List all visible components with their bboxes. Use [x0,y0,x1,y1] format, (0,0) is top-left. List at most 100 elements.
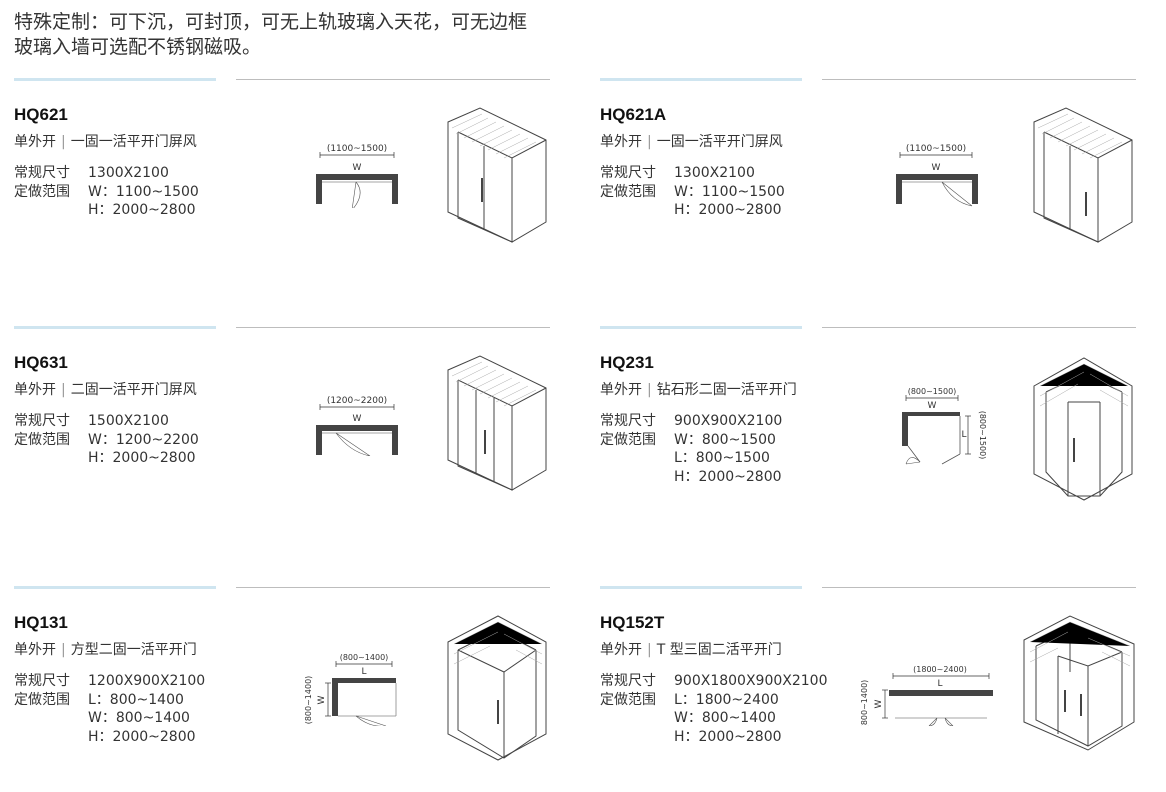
spec-value: H：2000~2800 [674,202,782,218]
spec-label: 常规尺寸 [14,673,70,689]
spec-label: 常规尺寸 [600,413,656,429]
spec-value: W：800~1400 [88,710,190,726]
length-range-label: (800~1500) [978,411,987,460]
accent-bar [14,586,216,589]
product-name: 一固一活平开门屏风 [70,134,197,150]
length-label: L [961,430,966,440]
product-subtitle: 单外开 |一固一活平开门屏风 [14,131,197,151]
divider-line [822,327,1136,328]
shower-perspective-illustration [1033,107,1133,243]
spec-row: W：800~1400 [600,709,827,728]
spec-value: 1500X2100 [88,413,169,429]
wall-outline [902,412,960,446]
door-swing [355,715,387,726]
width-label: W [928,401,937,411]
spec-value: 1300X2100 [88,165,169,181]
spec-value: H：2000~2800 [88,202,196,218]
wall-outline [332,678,396,716]
shower-perspective-illustration [1033,357,1133,501]
floor-plan-diagram: (1100~1500) W [316,144,398,208]
width-range-label: (1100~1500) [327,144,387,154]
product-model: HQ231 [600,353,654,372]
spec-row: 常规尺寸 900X1800X900X2100 [600,672,827,691]
spec-row: W：800~1400 [14,709,205,728]
width-range-label: (800~1500) [908,387,957,396]
spec-label: 定做范围 [600,691,656,708]
spec-value: W：1100~1500 [88,183,199,200]
product-subtitle: 单外开|方型二固一活平开门 [14,639,197,659]
spec-row: 常规尺寸 1500X2100 [14,412,199,431]
product-model: HQ621 [14,105,68,124]
wall-outline [316,174,398,204]
width-label: W [317,695,327,704]
door-swing [335,432,371,456]
length-label: L [361,667,366,677]
accent-bar [600,586,802,589]
spec-label: 定做范围 [14,183,70,200]
spec-label: 常规尺寸 [14,413,70,429]
product-name: 二固一活平开门屏风 [70,382,197,398]
note-line-2: 玻璃入墙可选配不锈钢磁吸。 [14,36,262,58]
spec-label: 定做范围 [600,183,656,200]
spec-label: 定做范围 [600,431,656,448]
product-subtitle: 单外开|二固一活平开门屏风 [14,379,197,399]
spec-value: H：2000~2800 [674,468,782,485]
width-label: W [353,163,362,173]
width-label: W [932,163,941,173]
spec-value: H：2000~2800 [674,728,782,745]
glass-panels [338,683,397,717]
product-name: 一固一活平开门屏风 [656,134,783,150]
floor-plan-diagram: (1100~1500) W [896,144,978,207]
product-card-hq231: HQ231 单外开|钻石形二固一活平开门 常规尺寸 900X900X2100 定做… [600,326,1160,526]
divider-line [822,79,1136,80]
product-subtitle: 单外开|一固一活平开门屏风 [600,131,783,151]
door-swing [941,181,973,207]
door-swing [928,717,954,726]
spec-value: W：1100~1500 [674,183,785,200]
customization-note: 特殊定制：可下沉，可封顶，可无上轨玻璃入天花，可无边框 玻璃入墙可选配不锈钢磁吸… [14,10,527,60]
door-swing [351,181,361,208]
spec-value: 900X1800X900X2100 [674,673,828,689]
width-label: W [874,699,884,708]
product-name: T 型三固二活平开门 [656,642,782,658]
product-model: HQ631 [14,353,68,372]
spec-label: 定做范围 [14,691,70,708]
shower-perspective-illustration [447,107,547,243]
length-range-label: (800~1400) [340,653,389,662]
floor-plan-diagram: (1800~2400) L W (800~1400) [860,665,993,726]
product-subtitle: 单外开|钻石形二固一活平开门 [600,379,797,399]
spec-label: 常规尺寸 [600,673,656,689]
product-model: HQ621A [600,105,667,124]
open-type: 单外开 [14,134,56,150]
width-range-label: (1200~2200) [327,396,387,406]
spec-label: 定做范围 [14,431,70,448]
spec-value: 900X900X2100 [674,413,783,429]
floor-plan-diagram: (1200~2200) W [316,396,398,456]
door-swing [905,457,921,465]
glass-panels [907,416,961,465]
spec-value: H：2000~2800 [88,728,196,745]
spec-row: 定做范围 W：1100~1500 [600,183,785,202]
separator: | [647,642,652,658]
accent-bar [600,326,802,329]
separator: | [61,134,66,150]
open-type: 单外开 [600,134,642,150]
open-type: 单外开 [14,642,56,658]
spec-row: H：2000~2800 [600,728,827,747]
separator: | [61,382,66,398]
spec-row: 常规尺寸 900X900X2100 [600,412,782,431]
spec-label: 常规尺寸 [600,165,656,181]
accent-bar [14,326,216,329]
